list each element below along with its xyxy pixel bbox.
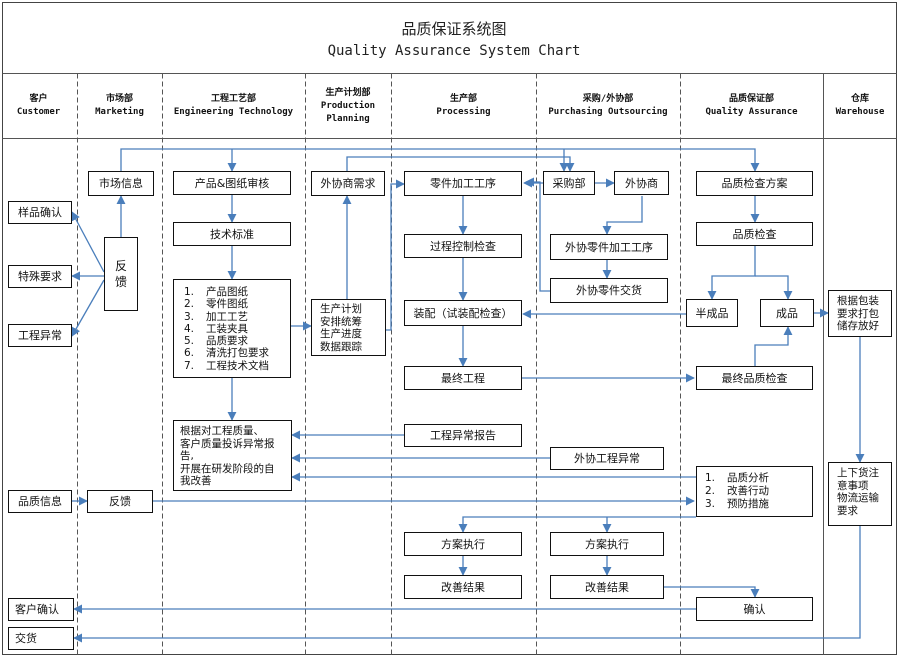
processing-final-engineering-box: 最终工程 — [404, 366, 522, 390]
column-header-marketing: 市场部 Marketing — [77, 75, 162, 137]
engineering-improvement-box: 根据对工程质量、 客户质量投诉异常报 告, 开展在研发阶段的自 我改善 — [173, 420, 292, 491]
column-header-cn: 生产部 — [449, 94, 477, 104]
warehouse-packing-box: 根据包装 要求打包 储存放好 — [828, 290, 892, 337]
purchasing-supplier-box: 外协商 — [614, 171, 669, 195]
customer-confirm-box: 客户确认 — [8, 598, 74, 621]
chart-title-en: Quality Assurance System Chart — [327, 43, 581, 59]
processing-engineering-report-box: 工程异常报告 — [404, 424, 522, 447]
customer-quality-info-box: 品质信息 — [8, 490, 72, 513]
column-header-en: Marketing — [95, 107, 144, 117]
purchasing-plan-execute-box: 方案执行 — [550, 532, 664, 556]
qa-semi-finished-box: 半成品 — [686, 299, 738, 327]
qa-analysis-list: 1.品质分析 2.改善行动 3.预防措施 — [696, 466, 813, 517]
customer-special-requirements-box: 特殊要求 — [8, 265, 72, 288]
feedback-char: 馈 — [114, 275, 127, 289]
qa-finished-box: 成品 — [760, 299, 814, 327]
customer-delivery-box: 交货 — [8, 627, 74, 650]
purchasing-outsource-process-box: 外协零件加工工序 — [550, 234, 668, 260]
processing-improvement-result-box: 改善结果 — [404, 575, 522, 599]
purchasing-department-box: 采购部 — [543, 171, 595, 195]
purchasing-improvement-result-box: 改善结果 — [550, 575, 664, 599]
engineering-review-box: 产品&图纸审核 — [173, 171, 291, 195]
column-header-en: Purchasing Outsourcing — [548, 107, 668, 117]
planning-outsource-need-box: 外协商需求 — [311, 171, 385, 196]
column-header-cn: 客户 — [29, 94, 48, 104]
column-header-warehouse: 仓库 Warehouse — [823, 75, 897, 137]
purchasing-outsource-issue-box: 外协工程异常 — [550, 447, 664, 470]
qa-final-check-box: 最终品质检查 — [696, 366, 813, 390]
marketing-feedback2-box: 反馈 — [87, 490, 153, 513]
list-item: 1.产品图纸 — [184, 286, 248, 298]
column-header-qa: 品质保证部 Quality Assurance — [680, 75, 823, 137]
column-header-en: Customer — [16, 107, 61, 117]
column-header-en: Warehouse — [835, 107, 885, 117]
qa-confirm-box: 确认 — [696, 597, 813, 621]
column-header-purchasing: 采购/外协部 Purchasing Outsourcing — [536, 75, 680, 137]
column-header-en: Engineering Technology — [173, 107, 294, 117]
list-item: 4.工装夹具 — [184, 322, 248, 335]
column-header-cn: 市场部 — [105, 94, 133, 104]
feedback-char: 反 — [114, 259, 127, 273]
processing-plan-execute-box: 方案执行 — [404, 532, 522, 556]
list-item: 2.零件图纸 — [184, 298, 248, 311]
engineering-standard-box: 技术标准 — [173, 222, 291, 246]
column-header-engineering: 工程工艺部 Engineering Technology — [162, 75, 305, 137]
column-header-en: Planning — [326, 113, 370, 124]
list-item: 3.预防措施 — [705, 498, 769, 510]
column-header-cn: 采购/外协部 — [582, 94, 634, 104]
qa-inspection-box: 品质检查 — [696, 222, 813, 246]
column-header-planning: 生产计划部 Production Planning — [305, 75, 391, 137]
chart-title-cn: 品质保证系统图 — [401, 20, 507, 38]
column-header-processing: 生产部 Processing — [391, 75, 536, 137]
column-header-en: Production — [320, 100, 376, 111]
processing-control-check-box: 过程控制检查 — [404, 234, 522, 258]
planning-schedule-box: 生产计划 安排统筹 生产进度 数据跟踪 — [311, 299, 386, 356]
column-header-cn: 仓库 — [850, 94, 869, 104]
marketing-feedback-box: 反 馈 — [104, 237, 138, 311]
column-header-en: Processing — [436, 107, 491, 117]
qa-inspection-plan-box: 品质检查方案 — [696, 171, 813, 196]
purchasing-outsource-delivery-box: 外协零件交货 — [550, 278, 668, 303]
column-header-en: Quality Assurance — [705, 107, 798, 117]
processing-part-process-box: 零件加工工序 — [404, 171, 522, 196]
column-header-cn: 工程工艺部 — [210, 94, 256, 104]
column-header-cn: 生产计划部 — [325, 87, 371, 98]
engineering-docs-list: 1.产品图纸 2.零件图纸 3.加工工艺 4.工装夹具 5.品质要求 6.清洗打… — [173, 279, 291, 378]
warehouse-shipping-box: 上下货注 意事项 物流运输 要求 — [828, 462, 892, 526]
list-item: 5.品质要求 — [184, 335, 248, 348]
marketing-market-info-box: 市场信息 — [88, 171, 154, 196]
list-item: 7.工程技术文档 — [184, 359, 269, 372]
list-item: 1.品质分析 — [705, 472, 769, 484]
list-item: 2.改善行动 — [705, 485, 769, 497]
column-header-customer: 客户 Customer — [0, 75, 77, 137]
column-header-cn: 品质保证部 — [728, 94, 774, 104]
list-item: 3.加工工艺 — [184, 310, 248, 323]
customer-engineering-issue-box: 工程异常 — [8, 324, 72, 347]
list-item: 6.清洗打包要求 — [184, 347, 269, 360]
processing-assembly-box: 装配（试装配检查） — [404, 300, 522, 326]
customer-sample-confirm-box: 样品确认 — [8, 201, 72, 224]
